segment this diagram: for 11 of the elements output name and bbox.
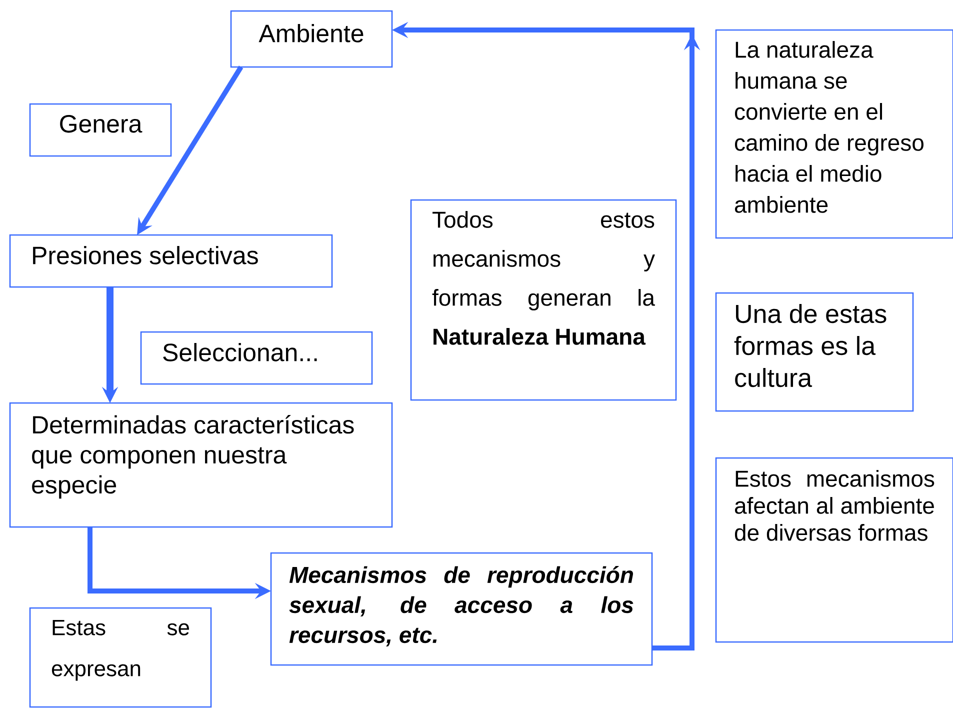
- label-box: Genera: [29, 103, 172, 157]
- concept-box: Presiones selectivas: [9, 234, 333, 288]
- note-box: Todos estos mecanismos y formas generan la Naturaleza Humana: [410, 199, 677, 401]
- concept-box: Mecanismos de reproducción sexual, de acceso a los recursos, etc.: [270, 552, 653, 666]
- note-box: La naturaleza humana se convierte en el camino de regreso hacia el medio ambiente: [715, 29, 953, 239]
- concept-box: Ambiente: [230, 10, 393, 68]
- note-box: Estas se expresan: [29, 607, 212, 708]
- note-box: Una de estas formas es la cultura: [715, 292, 914, 412]
- label-box: Seleccionan...: [140, 331, 373, 385]
- concept-box: Determinadas características que componen nuestra especie: [9, 402, 393, 528]
- note-box: Estos mecanismos afectan al ambiente de diversas formas: [715, 457, 953, 643]
